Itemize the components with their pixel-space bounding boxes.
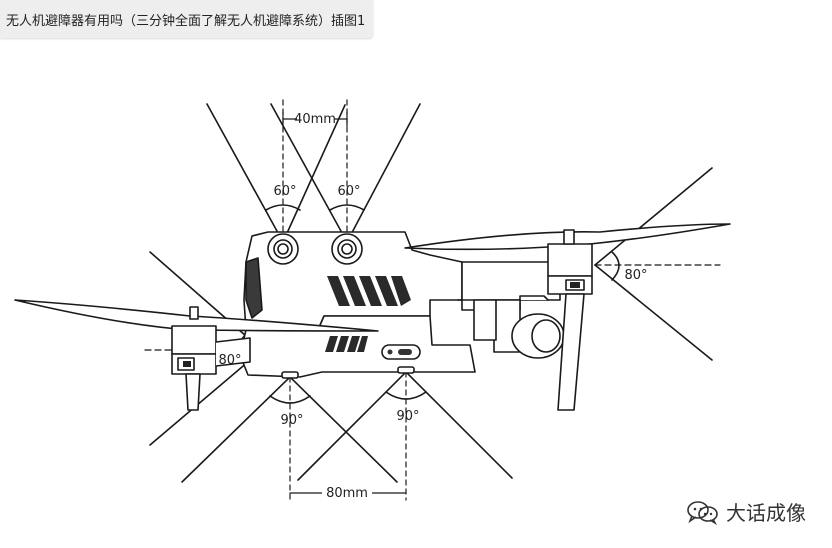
- image-caption: 无人机避障器有用吗（三分钟全面了解无人机避障系统）插图1: [0, 0, 374, 38]
- label-bottom-right-angle: 90°: [396, 409, 419, 424]
- rear-sensor-fov-lines: [594, 167, 713, 361]
- watermark-text: 大话成像: [726, 501, 806, 525]
- diagram-labels: 40mm 60° 60° 80° 80° 90° 90° 80mm: [218, 110, 648, 501]
- usb-port: [381, 344, 421, 360]
- front-motor-assembly: [14, 299, 379, 411]
- top-dimension-guides: [282, 99, 348, 243]
- top-sensor-pair: [267, 233, 363, 265]
- bottom-sensor-pair: [281, 366, 415, 379]
- label-bottom-spacing: 80mm: [326, 486, 368, 501]
- caption-text: 无人机避障器有用吗（三分钟全面了解无人机避障系统）插图1: [6, 13, 366, 29]
- label-top-right-angle: 60°: [337, 184, 360, 199]
- bottom-dimension-guides: [289, 371, 407, 501]
- top-dimension-line: [282, 111, 348, 127]
- label-bottom-left-angle: 90°: [280, 413, 303, 428]
- label-top-spacing: 40mm: [294, 112, 336, 127]
- watermark: 大话成像: [686, 497, 806, 526]
- wechat-icon: [687, 500, 718, 525]
- label-top-left-angle: 60°: [273, 184, 296, 199]
- bottom-sensor-fov-lines: [181, 371, 513, 483]
- rear-motor-assembly: [404, 223, 731, 411]
- top-sensor-fov-lines: [206, 103, 421, 243]
- label-rear-angle: 80°: [624, 268, 647, 283]
- vent-slots: [325, 276, 411, 352]
- label-front-angle: 80°: [218, 353, 241, 368]
